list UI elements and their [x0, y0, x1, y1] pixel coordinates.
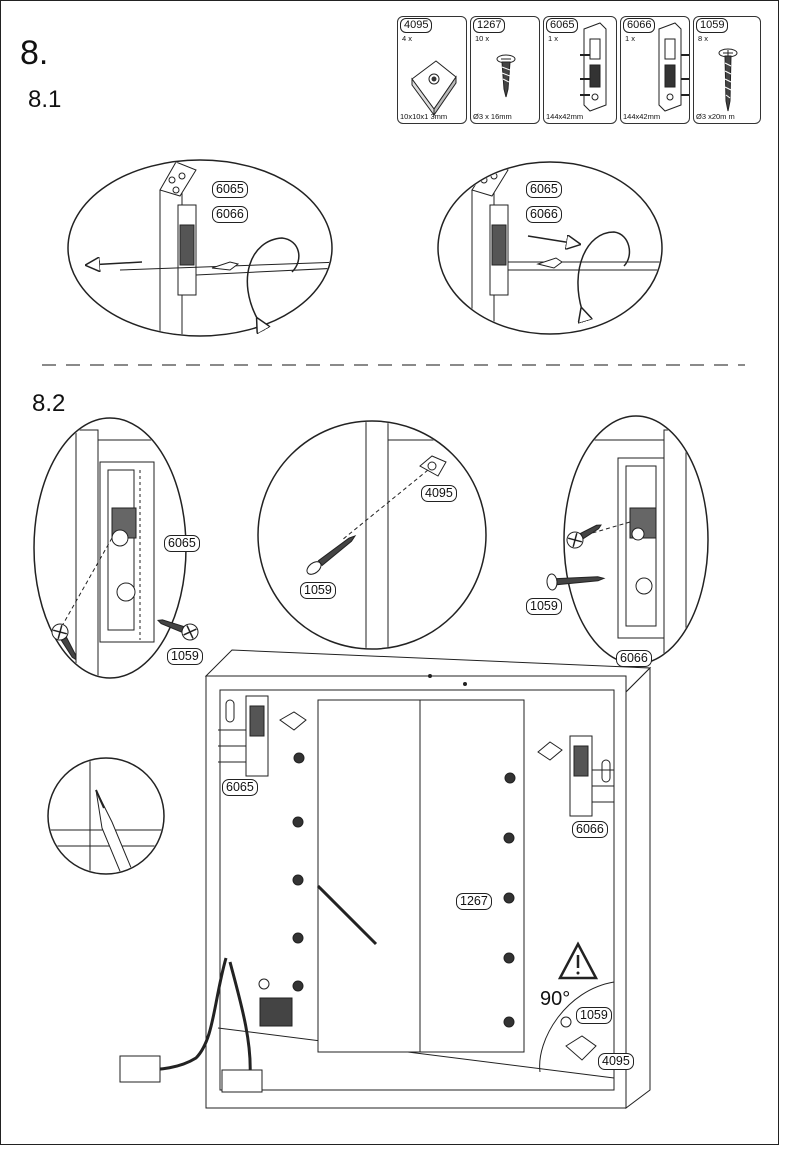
part-code: 1267 [473, 18, 506, 33]
angle-label: 90° [540, 988, 571, 1010]
part-dim: Ø3 x20m m [696, 112, 735, 121]
callout-6066: 6066 [616, 650, 652, 667]
part-qty: 10 x [475, 34, 490, 43]
part-code: 4095 [400, 18, 433, 33]
detail-8-2-corner-block [257, 420, 487, 650]
substep-8-2: 8.2 [32, 390, 66, 417]
callout-6066: 6066 [212, 206, 248, 223]
callout-1059: 1059 [167, 648, 203, 665]
warning-icon [539, 941, 615, 1073]
part-dim: 144x42mm [546, 112, 584, 121]
part-card-6066: 6066 1 x 144x42mm [620, 16, 690, 124]
detail-8-2-right-bracket [546, 415, 709, 665]
part-dim: 10x10x1 3mm [400, 112, 448, 121]
hinge-bracket-icon [580, 22, 607, 112]
part-qty: 4 x [402, 34, 413, 43]
callout-1059: 1059 [576, 1007, 612, 1024]
detail-pencil-mark [47, 757, 165, 875]
part-card-1059: 1059 8 x Ø3 x20m m [693, 16, 761, 124]
callout-1267: 1267 [456, 893, 492, 910]
short-screw-icon [496, 54, 516, 98]
detail-8-1-left [67, 159, 333, 337]
callout-4095: 4095 [598, 1053, 634, 1070]
part-code: 6066 [623, 18, 656, 33]
callout-6065: 6065 [526, 181, 562, 198]
part-code: 1059 [696, 18, 729, 33]
detail-8-2-left-bracket [33, 417, 199, 679]
cabinet [119, 649, 652, 1109]
part-card-1267: 1267 10 x Ø3 x 16mm [470, 16, 540, 124]
callout-1059: 1059 [300, 582, 336, 599]
part-card-6065: 6065 1 x 144x42mm [543, 16, 617, 124]
callout-1059: 1059 [526, 598, 562, 615]
hinge-bracket-icon [658, 22, 689, 112]
callout-6066: 6066 [526, 206, 562, 223]
callout-4095: 4095 [421, 485, 457, 502]
callout-6065: 6065 [212, 181, 248, 198]
part-code: 6065 [546, 18, 579, 33]
part-qty: 1 x [625, 34, 636, 43]
substep-8-1: 8.1 [28, 86, 62, 113]
long-screw-icon [718, 48, 738, 112]
part-dim: Ø3 x 16mm [473, 112, 512, 121]
part-qty: 8 x [698, 34, 709, 43]
parts-list: 4095 4 x 10x10x1 3mm 1267 10 x Ø3 x 16mm… [397, 16, 761, 124]
callout-6065: 6065 [164, 535, 200, 552]
corner-block-icon [411, 60, 457, 117]
cabinet-screws [258, 752, 572, 1028]
part-qty: 1 x [548, 34, 559, 43]
part-card-4095: 4095 4 x 10x10x1 3mm [397, 16, 467, 124]
callout-6066: 6066 [572, 821, 608, 838]
callout-6065: 6065 [222, 779, 258, 796]
step-number: 8. [20, 34, 49, 72]
part-dim: 144x42mm [623, 112, 661, 121]
